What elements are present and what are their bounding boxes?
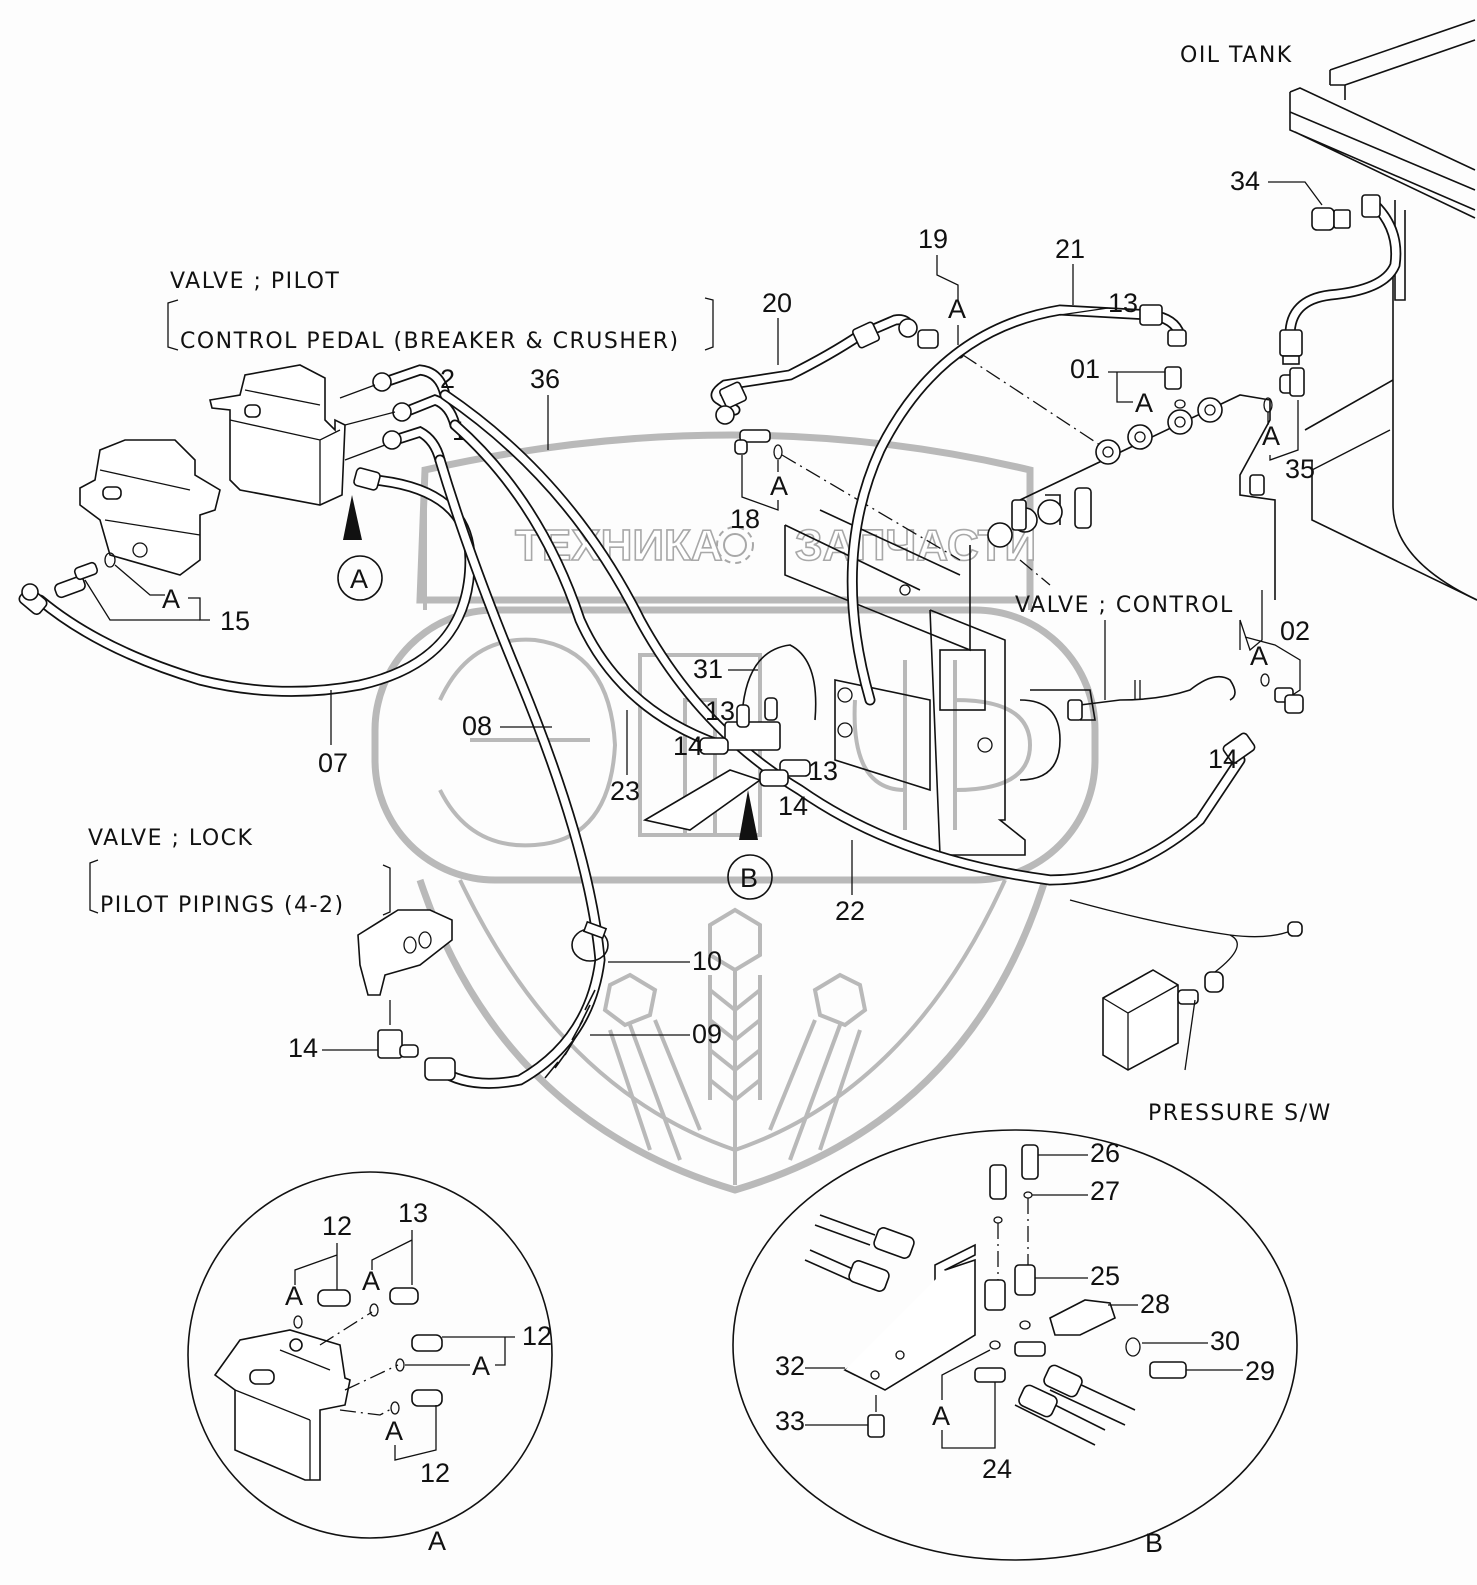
ref-label-a: A — [350, 564, 368, 594]
callout-18: 18 — [730, 504, 760, 534]
watermark-band — [371, 606, 1099, 884]
watermark: ТЕХНИКА ЗАПЧАСТИ — [371, 431, 1099, 1194]
ref-label-b: B — [740, 863, 758, 893]
lock-valve-caption-2: PILOT PIPINGS (4-2) — [100, 893, 345, 918]
callout-31: 31 — [693, 654, 723, 684]
callout-08: 08 — [462, 711, 492, 741]
callout-01: 01 — [1070, 354, 1100, 384]
seal-mark-15: A — [162, 584, 180, 614]
detail-b-callout-26: 26 — [1090, 1138, 1120, 1168]
detail-b-callout-30: 30 — [1210, 1326, 1240, 1356]
gear-icon — [716, 526, 754, 564]
detail-a-seal-1: A — [285, 1281, 303, 1311]
watermark-shield-bottom — [416, 878, 1049, 1194]
callout-02: 02 — [1280, 616, 1310, 646]
detail-b-circle — [732, 1129, 1298, 1561]
detail-b-callout-33: 33 — [775, 1406, 805, 1436]
callout-20: 20 — [762, 288, 792, 318]
callout-34: 34 — [1230, 166, 1260, 196]
watermark-wheat — [602, 907, 868, 1185]
callout-22: 22 — [835, 896, 865, 926]
callout-13-top: 13 — [1108, 288, 1138, 318]
detail-a-seal-3: A — [472, 1351, 490, 1381]
detail-a-title: A — [428, 1526, 446, 1556]
detail-a-callout-12-right: 12 — [522, 1321, 552, 1351]
detail-b-callout-28: 28 — [1140, 1289, 1170, 1319]
detail-b-callout-29: 29 — [1245, 1356, 1275, 1386]
control-valve-caption: VALVE ; CONTROL — [1015, 593, 1234, 618]
junction-block: 31 13 14 13 14 B — [642, 644, 838, 900]
port-label-2: 2 — [440, 364, 455, 394]
detail-b-seal: A — [932, 1401, 950, 1431]
detail-a: 12 A 13 A 12 A 12 A A — [187, 1171, 553, 1556]
ref-arrow-b — [739, 790, 758, 840]
detail-b-title: B — [1145, 1528, 1163, 1558]
callout-23: 23 — [610, 776, 640, 806]
callout-07: 07 — [318, 748, 348, 778]
detail-b-callout-27: 27 — [1090, 1176, 1120, 1206]
callout-19: 19 — [918, 224, 948, 254]
ref-arrow-a — [343, 495, 362, 540]
pressure-switch-caption: PRESSURE S/W — [1148, 1101, 1332, 1126]
pressure-switch: PRESSURE S/W — [1069, 899, 1332, 1126]
bracket-right — [704, 297, 714, 351]
seal-mark-18: A — [770, 471, 788, 501]
seal-mark-35: A — [1262, 421, 1280, 451]
callout-35: 35 — [1285, 454, 1315, 484]
detail-a-seal-2: A — [362, 1266, 380, 1296]
detail-a-callout-12-bottom: 12 — [420, 1458, 450, 1488]
callout-10: 10 — [692, 946, 722, 976]
ref-circle-a — [337, 555, 383, 601]
callout-14-lock: 14 — [288, 1033, 318, 1063]
callout-14-junction-left: 14 — [673, 731, 703, 761]
pilot-valve-caption-2: CONTROL PEDAL (BREAKER & CRUSHER) — [180, 329, 680, 354]
callout-14-right: 14 — [1208, 744, 1238, 774]
bracket-left — [167, 299, 179, 351]
watermark-shield — [416, 431, 1034, 604]
detail-b-callout-24: 24 — [982, 1454, 1012, 1484]
callout-14-junction-right: 14 — [778, 791, 808, 821]
seal-mark-02: A — [1250, 641, 1268, 671]
lock-valve: VALVE ; LOCK PILOT PIPINGS (4-2) 14 — [88, 826, 453, 1063]
detail-b-callout-25: 25 — [1090, 1261, 1120, 1291]
seal-mark-19: A — [948, 294, 966, 324]
detail-a-callout-13: 13 — [398, 1198, 428, 1228]
callout-13-junction-right: 13 — [808, 756, 838, 786]
oil-tank-caption: OIL TANK — [1180, 43, 1293, 68]
lock-valve-caption-1: VALVE ; LOCK — [88, 826, 253, 851]
detail-a-circle — [187, 1171, 553, 1539]
callout-09: 09 — [692, 1019, 722, 1049]
control-valve: VALVE ; CONTROL 02 A 01 A 19 A 20 — [710, 224, 1310, 856]
callout-15: 15 — [220, 606, 250, 636]
pilot-valve-caption-1: VALVE ; PILOT — [170, 269, 340, 294]
detail-a-callout-12-top: 12 — [322, 1211, 352, 1241]
hose-routes: 08 23 22 14 10 09 — [424, 389, 1256, 1089]
detail-b-callout-32: 32 — [775, 1351, 805, 1381]
watermark-letter-e — [438, 637, 618, 848]
detail-a-seal-4: A — [385, 1416, 403, 1446]
watermark-letter-f — [852, 660, 1033, 830]
ref-circle-b — [727, 854, 773, 900]
callout-13-junction-left: 13 — [705, 696, 735, 726]
seal-mark-01: A — [1135, 388, 1153, 418]
detail-b: 32 33 25 26 27 28 30 29 — [732, 1129, 1298, 1561]
callout-36: 36 — [530, 364, 560, 394]
callout-21: 21 — [1055, 234, 1085, 264]
oil-tank: OIL TANK 34 A 35 — [1180, 19, 1477, 601]
